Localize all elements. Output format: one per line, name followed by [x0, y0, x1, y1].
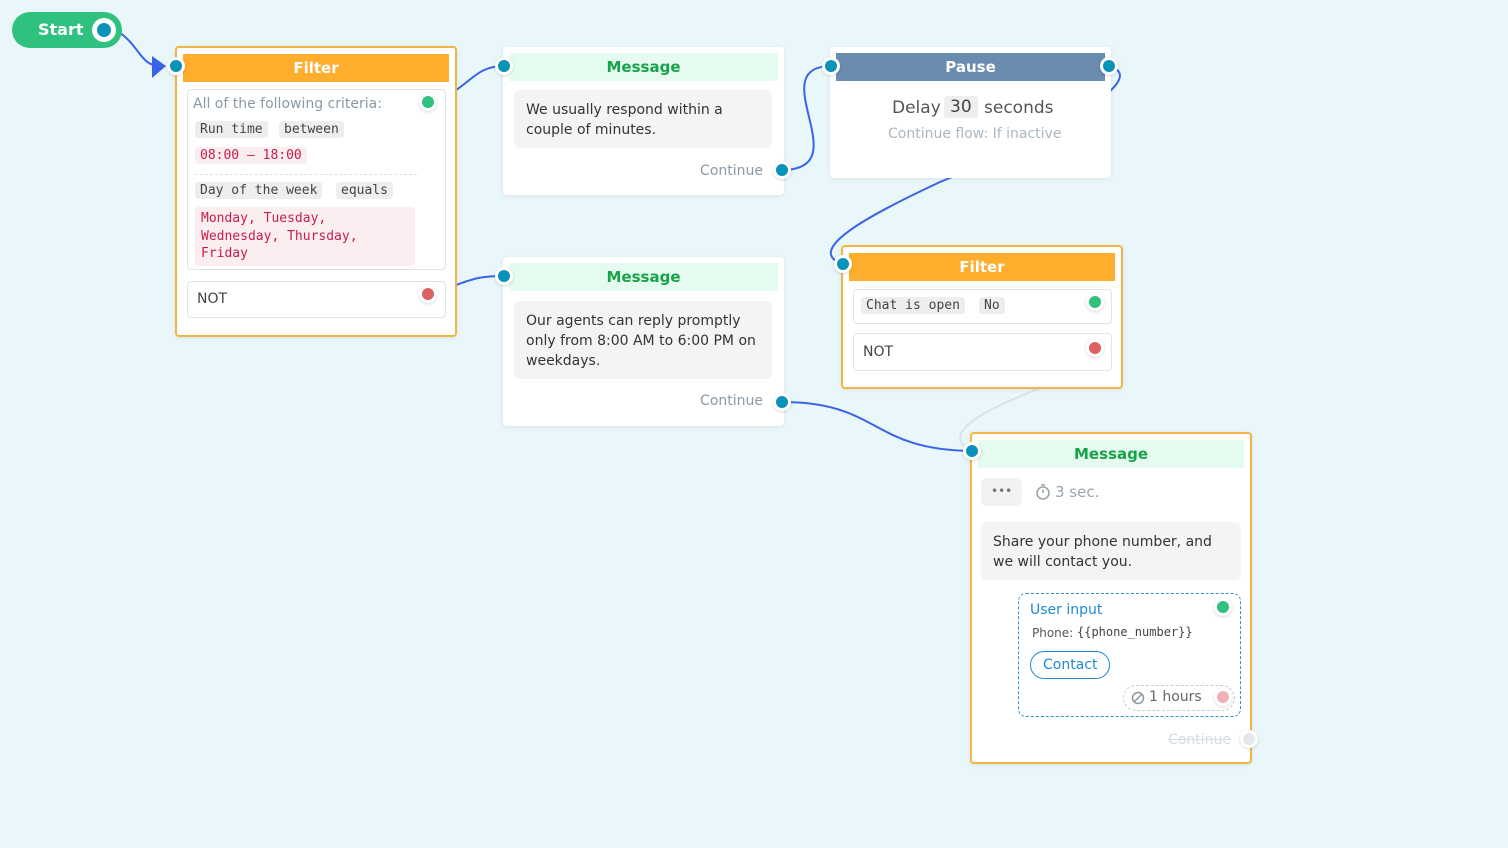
- filter-2-not-port[interactable]: [1086, 339, 1104, 357]
- pause-node-header: Pause: [836, 53, 1105, 81]
- typing-indicator: •••: [981, 478, 1023, 506]
- filter-2-value: No: [979, 297, 1005, 314]
- phone-variable: {{phone_number}}: [1077, 625, 1193, 639]
- message-1-bubble: We usually respond within a couple of mi…: [514, 90, 772, 148]
- link-start-filter: [115, 29, 161, 67]
- criterion-2-field: Day of the week: [195, 182, 323, 199]
- filter-1-yes-port[interactable]: [419, 93, 437, 111]
- message-node-2[interactable]: Message Our agents can reply promptly on…: [503, 257, 784, 426]
- pause-delay-label: Delay: [892, 98, 941, 118]
- message-2-continue-label: Continue: [700, 393, 763, 409]
- user-input-block[interactable]: User input Phone: {{phone_number}} Conta…: [1018, 593, 1241, 717]
- message-2-bubble: Our agents can reply promptly only from …: [514, 301, 772, 379]
- filter-2-input-port[interactable]: [834, 255, 852, 273]
- filter-node-1[interactable]: Filter All of the following criteria: Ru…: [175, 46, 457, 337]
- filter-2-not-label: NOT: [863, 344, 894, 360]
- pause-output-port[interactable]: [1100, 57, 1118, 75]
- filter-2-not-group[interactable]: NOT: [853, 333, 1112, 371]
- pause-delay-value[interactable]: 30: [944, 96, 978, 118]
- message-3-bubble: Share your phone number, and we will con…: [981, 522, 1241, 580]
- filter-1-input-port[interactable]: [167, 57, 185, 75]
- message-1-input-port[interactable]: [495, 57, 513, 75]
- link-message1-pause: [781, 65, 833, 171]
- criterion-1-value: 08:00 — 18:00: [195, 147, 307, 164]
- message-1-continue-label: Continue: [700, 163, 763, 179]
- criterion-1-field: Run time: [195, 121, 268, 138]
- start-label: Start: [38, 20, 84, 39]
- pause-input-port[interactable]: [822, 57, 840, 75]
- filter-2-condition[interactable]: Chat is open No: [853, 289, 1112, 324]
- timeout-label: 1 hours: [1149, 689, 1202, 705]
- message-node-2-header: Message: [509, 263, 778, 291]
- filter-criteria-group[interactable]: All of the following criteria: Run time …: [187, 89, 446, 270]
- criterion-2-operator: equals: [336, 182, 393, 199]
- message-3-input-port[interactable]: [963, 442, 981, 460]
- message-node-1-header: Message: [509, 53, 778, 81]
- message-3-continue-label: Continue: [1168, 732, 1231, 748]
- message-node-1[interactable]: Message We usually respond within a coup…: [503, 47, 784, 195]
- message-node-3[interactable]: Message ••• 3 sec. Share your phone numb…: [970, 432, 1252, 764]
- message-2-continue-port[interactable]: [773, 393, 791, 411]
- message-node-3-header: Message: [978, 440, 1244, 468]
- user-input-title: User input: [1030, 602, 1103, 618]
- start-output-port[interactable]: [92, 18, 116, 42]
- filter-node-1-header: Filter: [183, 54, 449, 82]
- filter-not-group[interactable]: NOT: [187, 281, 446, 318]
- blocked-icon: [1131, 691, 1145, 705]
- user-input-success-port[interactable]: [1214, 598, 1232, 616]
- not-label: NOT: [197, 291, 228, 307]
- filter-2-field: Chat is open: [861, 297, 965, 314]
- message-1-continue-port[interactable]: [773, 161, 791, 179]
- timeout-port[interactable]: [1214, 688, 1232, 706]
- filter-1-not-port[interactable]: [419, 285, 437, 303]
- pause-continue-flow: Continue flow: If inactive: [888, 126, 1062, 142]
- contact-button[interactable]: Contact: [1030, 651, 1111, 679]
- start-arrow-icon: [152, 56, 166, 78]
- pause-delay-unit: seconds: [984, 98, 1054, 118]
- timeout-chip[interactable]: 1 hours: [1123, 685, 1235, 711]
- message-2-input-port[interactable]: [495, 267, 513, 285]
- criteria-divider: [195, 174, 417, 175]
- criterion-2-value: Monday, Tuesday, Wednesday, Thursday, Fr…: [195, 207, 415, 266]
- message-3-continue-port[interactable]: [1240, 730, 1258, 748]
- message-3-delay: 3 sec.: [1055, 483, 1100, 501]
- stopwatch-icon: [1036, 484, 1050, 500]
- pause-node[interactable]: Pause Delay 30 seconds Continue flow: If…: [830, 47, 1111, 178]
- link-message2-message3: [781, 401, 973, 452]
- filter-2-yes-port[interactable]: [1086, 293, 1104, 311]
- criteria-label: All of the following criteria:: [193, 96, 382, 112]
- filter-node-2-header: Filter: [849, 253, 1115, 281]
- filter-node-2[interactable]: Filter Chat is open No NOT: [841, 245, 1123, 389]
- criterion-1-operator: between: [279, 121, 344, 138]
- phone-label: Phone:: [1032, 626, 1074, 640]
